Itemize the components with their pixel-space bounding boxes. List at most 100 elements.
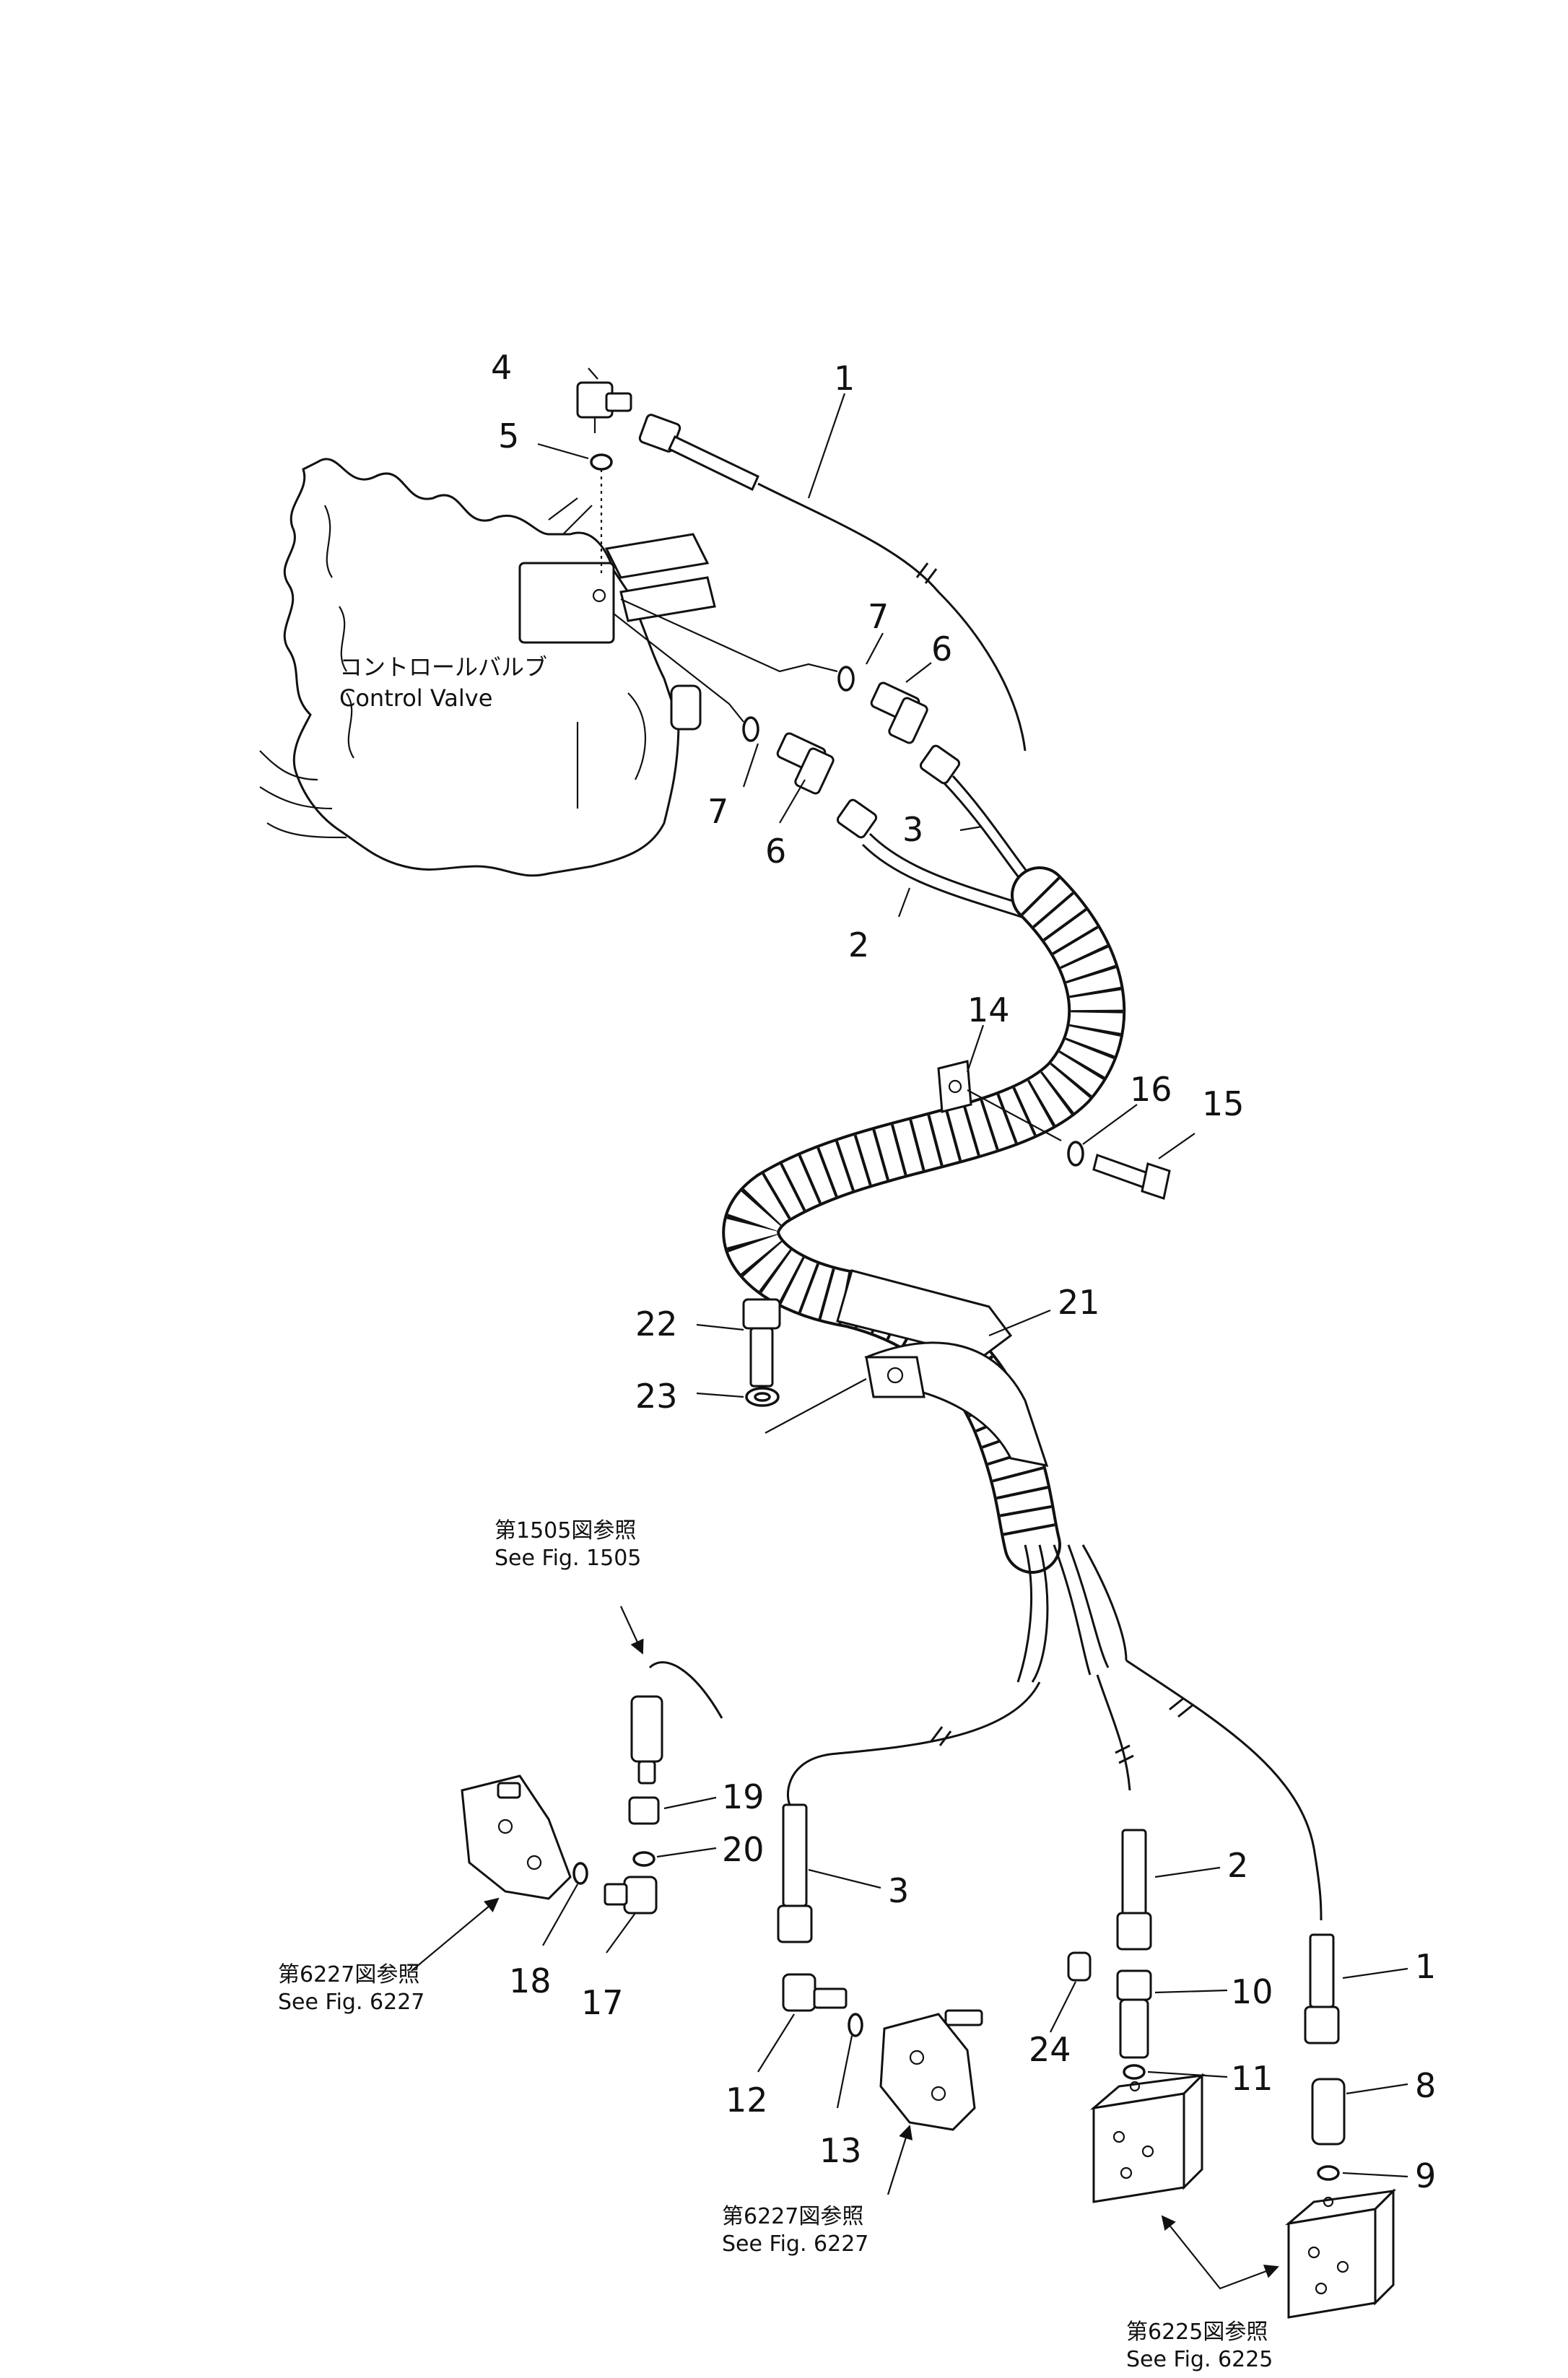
hose-3-break: [930, 1726, 952, 1746]
wrapped-hose-bundle-outline: [722, 866, 1126, 1574]
alignment-line-7b: [613, 613, 744, 723]
hose-1-bottom-fitting: [1304, 1933, 1340, 2044]
manifold-block-right: [1284, 2188, 1397, 2319]
hose-2-break: [1115, 1744, 1134, 1764]
adapter-19: [628, 1796, 660, 1825]
ref-fig1505-jp: 第1505図参照: [495, 1518, 636, 1543]
callout-16: 16: [1130, 1070, 1172, 1109]
alignment-line-23: [765, 1378, 867, 1434]
o-ring-13: [848, 2013, 863, 2037]
fig1505-arrow: [620, 1606, 644, 1655]
pump-fig6227-left: [461, 1774, 572, 1900]
elbow-fitting-6-upper: [870, 681, 928, 744]
callout-23: 23: [635, 1377, 678, 1416]
hose-2-top-fitting: [836, 798, 1040, 922]
washer-16: [1067, 1141, 1084, 1167]
hose-1-break: [915, 562, 938, 584]
clamp-21: [836, 1269, 1049, 1467]
hose-1-top-fitting: [638, 414, 759, 492]
adapter-8: [1311, 2078, 1346, 2146]
hose-1-route: [1125, 1659, 1323, 1921]
alignment-line-7a: [620, 598, 838, 673]
ref-fig6227-left-jp: 第6227図参照: [278, 1962, 419, 1987]
hose-2-bottom-fitting: [1116, 1829, 1152, 1951]
sensor-fig1505: [630, 1661, 723, 1785]
callout-21: 21: [1058, 1283, 1100, 1322]
hose-1-line: [757, 482, 1027, 752]
hose-3-route: [786, 1681, 1041, 1806]
clip-14: [937, 1060, 972, 1113]
hose-1-break-lower: [1169, 1697, 1193, 1718]
hose-2-lower-path-b: [1067, 1544, 1110, 1668]
figure-references: 第1505図参照 See Fig. 1505 第6227図参照 See Fig.…: [278, 1518, 1273, 2372]
washer-23: [745, 1387, 780, 1407]
control-valve-label-jp: コントロールバルブ: [339, 653, 547, 681]
ref-fig6227-centre-jp: 第6227図参照: [722, 2204, 863, 2229]
hose-3-top-fitting: [919, 744, 1041, 896]
elbow-17: [604, 1876, 658, 1915]
o-ring-7-lower: [742, 716, 759, 742]
hose-2-lower-path-a: [1053, 1544, 1092, 1676]
callout-18: 18: [509, 1961, 552, 2000]
plug-24: [1067, 1951, 1092, 1982]
ref-fig6227-centre-en: See Fig. 6227: [722, 2231, 868, 2257]
callout-2-bottom: 2: [1227, 1846, 1248, 1885]
hose-2-route: [1096, 1674, 1131, 1791]
callout-6-upper: 6: [931, 630, 952, 668]
elbow-fitting-4: [576, 381, 632, 433]
callout-7-lower: 7: [707, 792, 728, 831]
alignment-line-14: [967, 1089, 1062, 1141]
callout-5: 5: [498, 417, 519, 456]
elbow-fitting-6-lower: [776, 732, 835, 795]
callout-3-top: 3: [902, 810, 923, 849]
elbow-12: [782, 1973, 848, 2012]
callout-10: 10: [1231, 1972, 1273, 2011]
callouts: 4 5 1 7 6 7 6 3 2 14 16 15 21 22 23 19 2…: [491, 348, 1436, 2195]
callout-14: 14: [967, 990, 1010, 1029]
bolt-22: [742, 1298, 781, 1388]
o-ring-9: [1317, 2165, 1340, 2181]
callout-17: 17: [581, 1983, 624, 2022]
o-ring-7-upper: [837, 666, 855, 692]
o-ring-5: [590, 453, 613, 471]
callout-1-bottom: 1: [1415, 1947, 1436, 1986]
fig6227-left-arrow: [411, 1897, 500, 1972]
ref-fig6227-left-en: See Fig. 6227: [278, 1990, 424, 2015]
o-ring-20: [632, 1851, 655, 1867]
ref-fig6225-en: See Fig. 6225: [1126, 2347, 1273, 2372]
wrapped-hose-bundle-fill: [725, 869, 1123, 1571]
hose-3-lower-path-b: [1031, 1544, 1049, 1683]
control-valve-label-en: Control Valve: [339, 684, 492, 712]
o-ring-11: [1123, 2064, 1146, 2080]
callout-13: 13: [819, 2131, 862, 2170]
callout-6-lower: 6: [765, 832, 786, 871]
callout-1-top: 1: [834, 359, 855, 398]
callout-7-upper: 7: [868, 597, 889, 636]
bolt-15: [1092, 1154, 1171, 1200]
callout-22: 22: [635, 1305, 678, 1343]
callout-24: 24: [1029, 2030, 1071, 2069]
ref-fig1505-en: See Fig. 1505: [495, 1546, 641, 1571]
callout-20: 20: [722, 1830, 765, 1869]
callout-15: 15: [1202, 1084, 1245, 1123]
spiral-wrap: [725, 876, 1123, 1551]
hose-3-bottom-fitting: [777, 1803, 813, 1943]
pump-fig6227-centre: [879, 2009, 983, 2131]
washer-23-inner: [754, 1392, 771, 1402]
o-ring-18: [572, 1862, 588, 1885]
ref-fig6225-jp: 第6225図参照: [1126, 2320, 1268, 2345]
valve-10: [1116, 1969, 1152, 2059]
hose-3-lower-path-a: [1016, 1544, 1033, 1683]
leader-lines: [537, 367, 1408, 2178]
fig6225-arrows: [1161, 2215, 1279, 2290]
callout-8: 8: [1415, 2066, 1436, 2105]
callout-3-bottom: 3: [888, 1871, 909, 1910]
manifold-block-left: [1089, 2073, 1206, 2203]
callout-11: 11: [1231, 2059, 1273, 2098]
callout-19: 19: [722, 1777, 765, 1816]
callout-2-top: 2: [848, 925, 869, 964]
callout-12: 12: [726, 2081, 768, 2120]
hose-1-lower-path: [1081, 1544, 1128, 1661]
fig6227-centre-arrow: [887, 2125, 913, 2195]
